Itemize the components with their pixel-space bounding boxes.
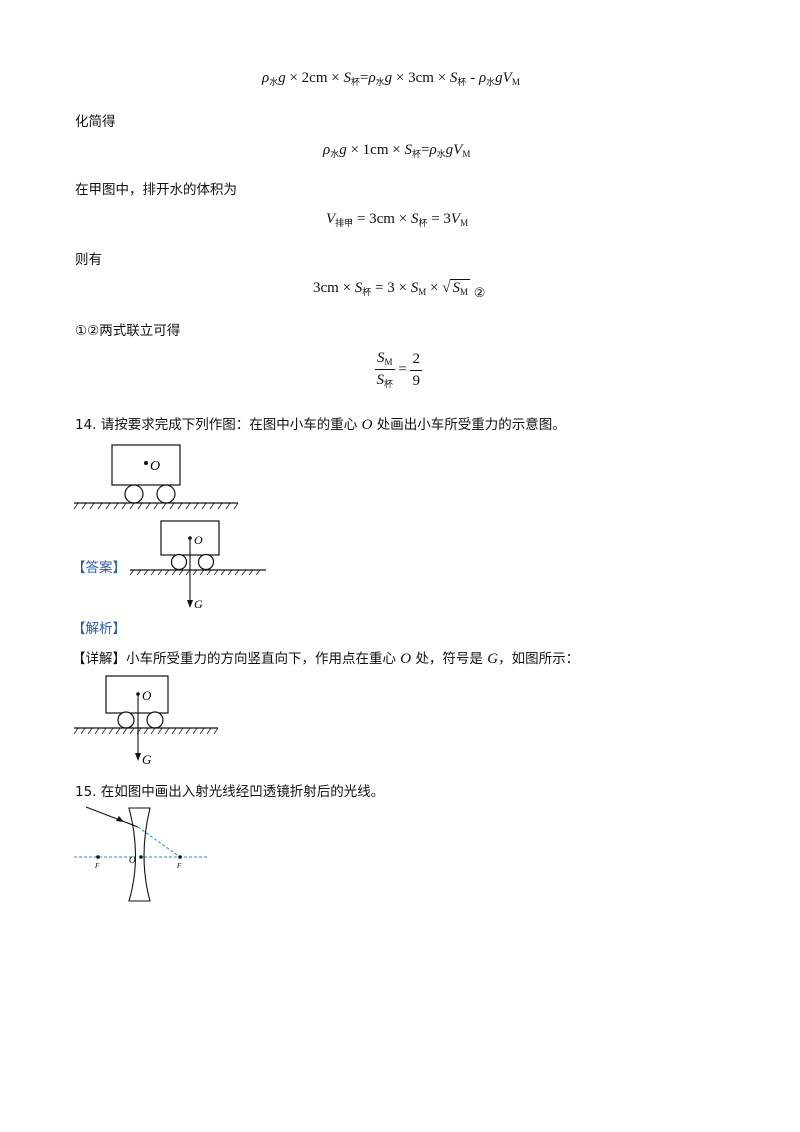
analysis-label: 【解析】 bbox=[72, 621, 126, 637]
question-14: 14. 请按要求完成下列作图：在图中小车的重心 O 处画出小车所受重力的示意图。 bbox=[75, 417, 566, 433]
cart-figure-answer: O G bbox=[129, 520, 266, 611]
label-center-o: O bbox=[142, 688, 152, 703]
label-gravity-g: G bbox=[194, 597, 203, 611]
equation-3: V排甲 = 3cm × S杯 = 3VM bbox=[326, 211, 469, 228]
cart-figure-question: O bbox=[73, 444, 239, 510]
text-simplify: 化简得 bbox=[75, 114, 116, 130]
equation-2: ρ水g × 1cm × S杯=ρ水gVM bbox=[323, 142, 471, 159]
detail-paragraph: 【详解】小车所受重力的方向竖直向下，作用点在重心 O 处，符号是 G，如图所示： bbox=[72, 651, 580, 667]
label-center-o: O bbox=[150, 459, 160, 474]
answer-label: 【答案】 bbox=[72, 560, 126, 576]
equation-1: ρ水g × 2cm × S杯=ρ水g × 3cm × S杯 - ρ水gVM bbox=[262, 70, 520, 87]
question-15: 15. 在如图中画出入射光线经凹透镜折射后的光线。 bbox=[75, 784, 385, 800]
label-center-o: O bbox=[194, 533, 203, 547]
label-gravity-g: G bbox=[142, 752, 152, 767]
label-focus-left: F bbox=[94, 862, 100, 870]
text-combine: ①②两式联立可得 bbox=[75, 323, 181, 339]
cart-figure-detail: O G bbox=[73, 675, 219, 767]
label-focus-right: F bbox=[176, 862, 182, 870]
label-lens-center: O bbox=[129, 855, 136, 865]
equation-4: 3cm × S杯 = 3 × SM × √SM ② bbox=[313, 279, 486, 300]
text-then: 则有 bbox=[75, 252, 102, 268]
text-displaced-volume: 在甲图中，排开水的体积为 bbox=[75, 182, 237, 198]
concave-lens-figure: F O F bbox=[74, 806, 208, 902]
